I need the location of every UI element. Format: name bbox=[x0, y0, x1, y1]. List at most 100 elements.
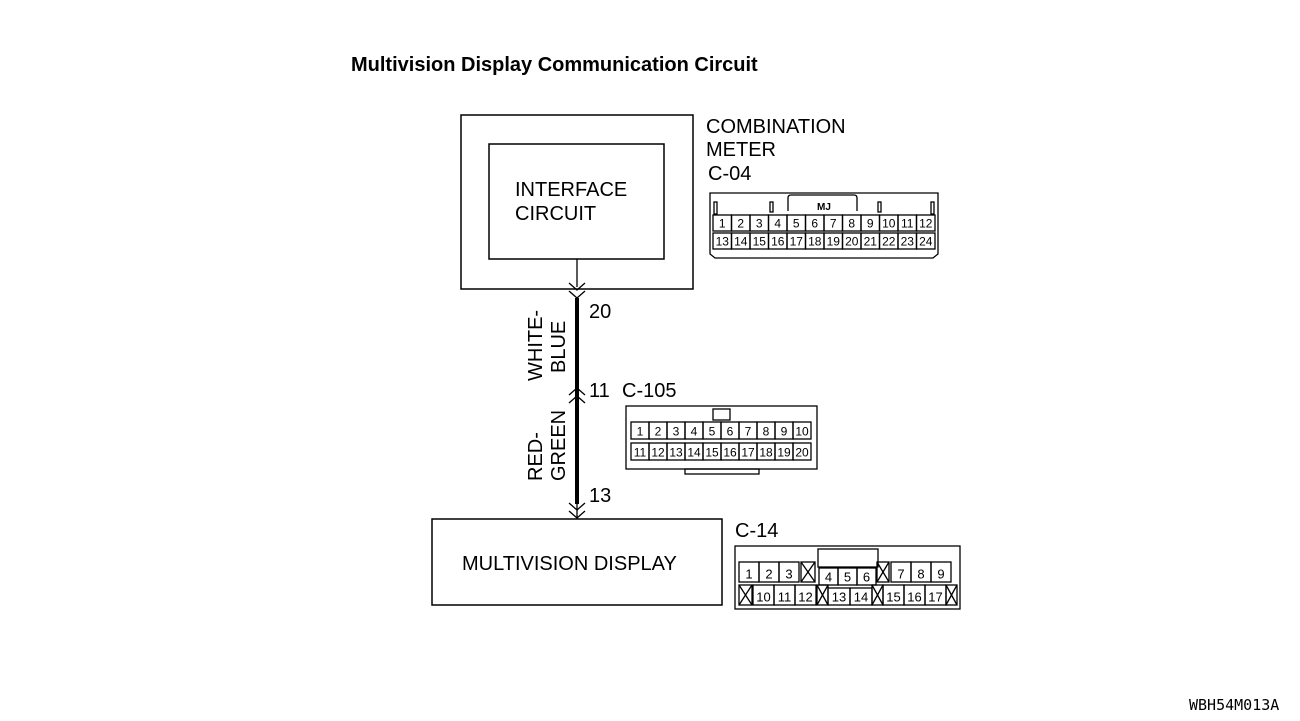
c14-pin-12-cell bbox=[794, 584, 817, 606]
blank-cavity-mark bbox=[876, 561, 890, 583]
c105-pin-18: 18 bbox=[759, 446, 773, 460]
c04-pin-20: 20 bbox=[845, 235, 859, 249]
blank-cavity-mark bbox=[871, 584, 884, 606]
c105-pin-14: 14 bbox=[687, 446, 701, 460]
c04-pin-2: 2 bbox=[737, 217, 744, 231]
combination-meter-label-line1: COMBINATION bbox=[706, 116, 846, 138]
blank-cavity bbox=[738, 584, 753, 606]
c105-pin-3: 3 bbox=[673, 425, 680, 439]
c04-pin-15: 15 bbox=[753, 235, 767, 249]
c04-pin-11: 11 bbox=[901, 217, 914, 231]
combination-meter: INTERFACE CIRCUIT COMBINATION METER C-04 bbox=[460, 114, 846, 290]
c04-pin-14: 14 bbox=[734, 235, 748, 249]
terminal-marker bbox=[568, 290, 586, 299]
c105-pin-20: 20 bbox=[795, 446, 809, 460]
c04-pin-19: 19 bbox=[827, 235, 841, 249]
c14-pin-4: 4 bbox=[825, 570, 832, 585]
wire-color-upper-line1: WHITE- bbox=[525, 310, 547, 381]
combination-meter-label-line2: METER bbox=[706, 139, 776, 161]
c14-pin-6: 6 bbox=[863, 570, 870, 585]
c14-pin-14: 14 bbox=[854, 590, 868, 605]
c04-pin-6: 6 bbox=[811, 217, 818, 231]
c105-pin-19: 19 bbox=[777, 446, 791, 460]
c04-pin-10: 10 bbox=[882, 217, 896, 231]
wire-harness: 20 11 13 WHITE- BLUE RED- GREEN bbox=[525, 259, 611, 519]
c105-pin-10: 10 bbox=[795, 425, 809, 439]
c04-pin-21: 21 bbox=[864, 235, 878, 249]
c105-pin-8: 8 bbox=[763, 425, 770, 439]
multivision-display-label: MULTIVISION DISPLAY bbox=[462, 553, 677, 575]
c14-pin-8: 8 bbox=[917, 567, 924, 582]
c14-pin-13: 13 bbox=[832, 590, 846, 605]
c04-pin-9: 9 bbox=[867, 217, 874, 231]
connector-c105-base bbox=[684, 468, 760, 475]
blank-cavity bbox=[945, 584, 958, 606]
c04-pin-18: 18 bbox=[808, 235, 822, 249]
wire-color-upper-line2: BLUE bbox=[548, 321, 570, 373]
c105-pin-7: 7 bbox=[745, 425, 752, 439]
connector-c04-rib bbox=[930, 201, 935, 215]
c14-pin-6-cell bbox=[856, 567, 877, 586]
terminal-marker bbox=[568, 395, 586, 404]
c105-pin-6: 6 bbox=[727, 425, 734, 439]
c04-pin-12: 12 bbox=[919, 217, 933, 231]
connector-c04-lock bbox=[787, 194, 858, 211]
connector-c105-lock bbox=[712, 408, 731, 421]
blank-cavity-mark bbox=[738, 584, 753, 606]
connector-c14-label: C-14 bbox=[735, 520, 778, 542]
c14-pin-16: 16 bbox=[907, 590, 921, 605]
c105-pin-9: 9 bbox=[781, 425, 788, 439]
c105-pin-4: 4 bbox=[691, 425, 698, 439]
c04-pin-17: 17 bbox=[790, 235, 804, 249]
c04-pin-24-cell bbox=[915, 232, 936, 250]
blank-cavity-mark bbox=[816, 584, 829, 606]
multivision-display: MULTIVISION DISPLAY C-14 bbox=[431, 518, 778, 606]
c105-pin-16: 16 bbox=[723, 446, 737, 460]
c105-pin-15: 15 bbox=[705, 446, 719, 460]
c14-pin-9-cell bbox=[930, 561, 952, 583]
c04-pin-22: 22 bbox=[882, 235, 896, 249]
c14-pin-7: 7 bbox=[897, 567, 904, 582]
c04-pin-1: 1 bbox=[719, 217, 726, 231]
c14-pin-17: 17 bbox=[928, 590, 942, 605]
c04-pin-23: 23 bbox=[901, 235, 915, 249]
c04-pin-13: 13 bbox=[716, 235, 730, 249]
c105-pin-13: 13 bbox=[669, 446, 683, 460]
connector-c04-label: C-04 bbox=[708, 163, 751, 185]
c04-pin-4: 4 bbox=[774, 217, 781, 231]
pin-label-11: 11 bbox=[589, 380, 610, 402]
connector-c04-rib bbox=[769, 201, 774, 213]
terminal-marker bbox=[568, 282, 586, 291]
pin-label-20: 20 bbox=[589, 301, 611, 323]
c14-pin-15: 15 bbox=[886, 590, 900, 605]
wire-color-lower-line1: RED- bbox=[525, 432, 547, 481]
terminal-marker bbox=[568, 502, 586, 511]
c105-pin-20-cell bbox=[792, 442, 812, 461]
c04-pin-24: 24 bbox=[919, 235, 933, 249]
diagram-title: Multivision Display Communication Circui… bbox=[351, 54, 758, 76]
connector-c04-rib bbox=[877, 201, 882, 213]
c14-pin-2: 2 bbox=[765, 567, 772, 582]
c14-pin-3-cell bbox=[778, 561, 800, 583]
terminal-marker bbox=[568, 510, 586, 519]
c14-pin-10: 10 bbox=[756, 590, 770, 605]
c04-pin-3: 3 bbox=[756, 217, 763, 231]
c04-pin-5: 5 bbox=[793, 217, 800, 231]
connector-c04-rib bbox=[713, 201, 718, 215]
interface-circuit-label-line2: CIRCUIT bbox=[515, 203, 596, 225]
c14-pin-1: 1 bbox=[745, 567, 752, 582]
connector-c04-tag: MJ bbox=[817, 202, 831, 213]
terminal-marker bbox=[568, 387, 586, 396]
c105-pin-12: 12 bbox=[651, 446, 665, 460]
c04-pin-8: 8 bbox=[848, 217, 855, 231]
c04-pin-12-cell bbox=[915, 214, 936, 232]
connector-c14-outline bbox=[734, 545, 961, 610]
c14-pin-12: 12 bbox=[798, 590, 812, 605]
